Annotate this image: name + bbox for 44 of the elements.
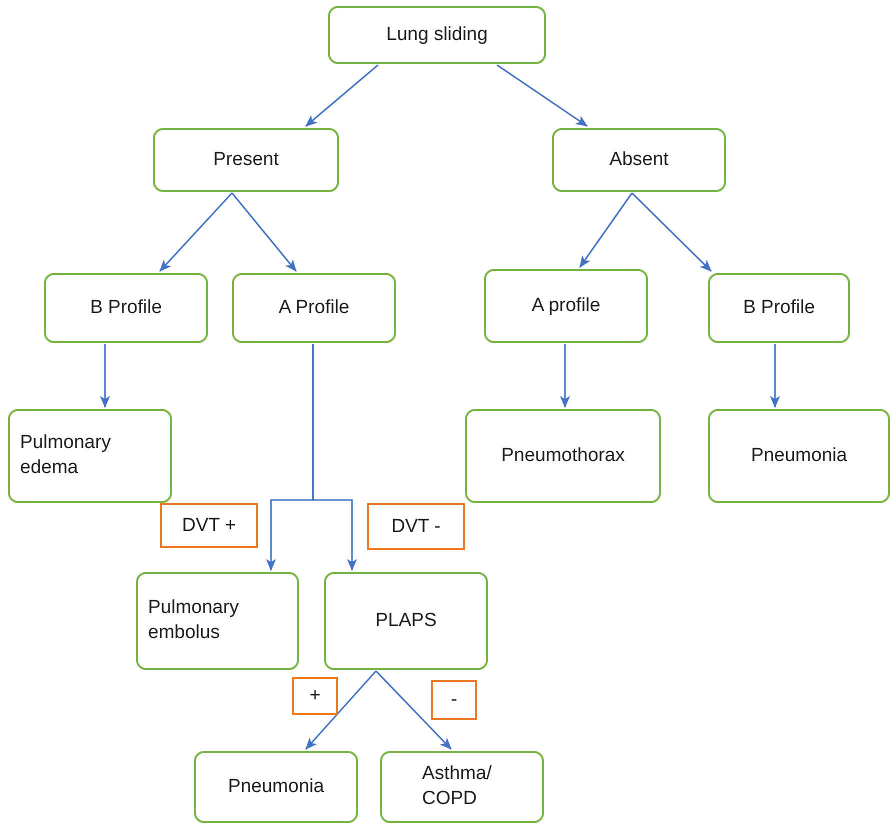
- process-box: [8, 409, 172, 503]
- box-label: B Profile: [743, 296, 815, 320]
- box-label: Present: [213, 148, 279, 172]
- arrow: [159, 192, 233, 272]
- process-box: [708, 409, 890, 503]
- arrow: [231, 192, 297, 272]
- box-label: A Profile: [278, 296, 350, 320]
- edge-label: DVT +: [160, 503, 258, 548]
- box-label: Asthma/ COPD: [422, 762, 493, 811]
- arrow: [770, 344, 780, 408]
- box-label: Pneumonia: [228, 774, 324, 799]
- process-box: [194, 751, 358, 823]
- box-label: B Profile: [90, 296, 162, 320]
- process-box: [324, 572, 488, 670]
- arrow: [631, 192, 712, 272]
- process-box: [136, 572, 299, 670]
- box-label: Pneumonia: [750, 444, 848, 468]
- process-box: [465, 409, 661, 503]
- box-label: PLAPS: [375, 608, 437, 633]
- box-label: A profile: [532, 294, 600, 318]
- arrow: [496, 64, 588, 127]
- process-box: [44, 273, 208, 343]
- box-label: Pulmonary embolus: [148, 596, 240, 645]
- arrow: [560, 344, 570, 408]
- edge-label: +: [292, 677, 338, 715]
- process-box: [708, 273, 850, 343]
- process-box: [484, 269, 648, 343]
- edge-label: -: [431, 680, 477, 720]
- box-label: Pneumothorax: [501, 444, 625, 468]
- arrow: [305, 670, 377, 750]
- arrow: [100, 344, 110, 408]
- box-label: Absent: [609, 148, 669, 172]
- process-box: [328, 6, 546, 64]
- edge-label: DVT -: [367, 503, 465, 550]
- arrow: [312, 344, 357, 571]
- box-label: Pulmonary edema: [20, 431, 112, 480]
- process-box: [552, 128, 726, 192]
- process-box: [232, 273, 396, 343]
- process-box: [153, 128, 339, 192]
- box-label: Lung sliding: [386, 22, 488, 47]
- process-box: [380, 751, 544, 823]
- arrow: [305, 64, 379, 127]
- arrow: [375, 670, 452, 750]
- arrow: [579, 192, 633, 268]
